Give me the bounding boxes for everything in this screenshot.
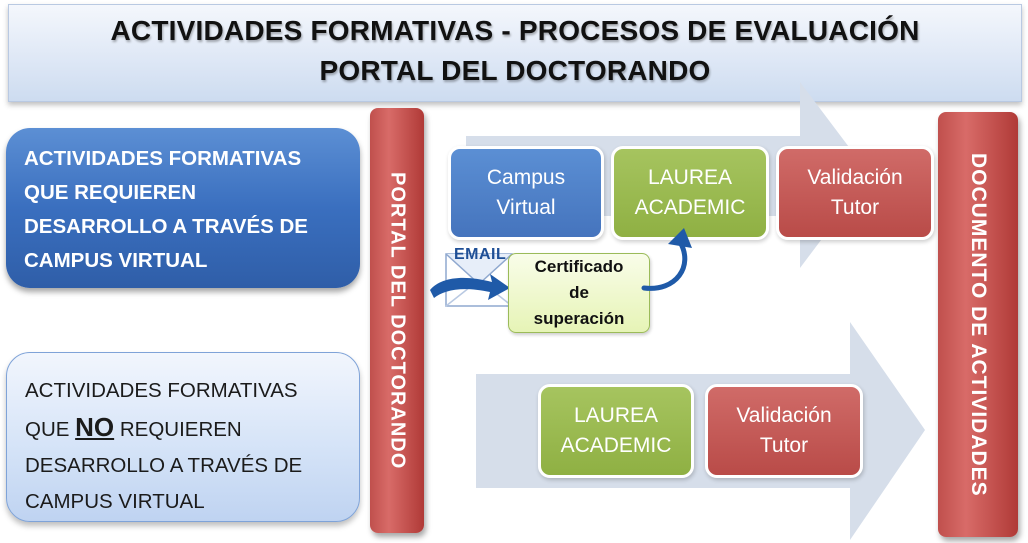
laurea-academic-box-bottom: LAUREA ACADEMIC [538,384,694,478]
bottom-flow-arrow [476,322,925,540]
cert-line-3: superación [533,309,625,328]
laurea-top-line-1: LAUREA [647,166,732,189]
laurea-top-line-2: ACADEMIC [634,196,746,219]
validacion-tutor-box-top: Validación Tutor [776,146,934,240]
campus-line-2: Virtual [496,196,556,219]
cert-line-2: de [569,283,589,302]
laurea-academic-box-top: LAUREA ACADEMIC [611,146,769,240]
validacion-bottom-line-1: Validación [736,404,832,427]
light-box-no-emphasis: NO [75,412,115,442]
dark-box-line-2: QUE REQUIEREN [24,181,196,204]
campus-virtual-box: Campus Virtual [448,146,604,240]
activities-with-campus-box: ACTIVIDADES FORMATIVAS QUE REQUIEREN DES… [6,128,360,288]
light-box-line-3: DESARROLLO A TRAVÉS DE [25,454,303,477]
dark-box-line-4: CAMPUS VIRTUAL [24,249,208,272]
title-banner: ACTIVIDADES FORMATIVAS - PROCESOS DE EVA… [8,4,1022,102]
certificado-superacion-box: Certificado de superación [508,253,650,333]
activities-without-campus-box: ACTIVIDADES FORMATIVAS QUE NO REQUIEREN … [6,352,360,522]
documento-de-actividades-bar: DOCUMENTO DE ACTIVIDADES [938,112,1018,537]
validacion-top-line-2: Tutor [830,196,880,219]
light-box-line-4: CAMPUS VIRTUAL [25,490,205,513]
title-line-1: ACTIVIDADES FORMATIVAS - PROCESOS DE EVA… [110,15,920,46]
validacion-bottom-line-2: Tutor [759,434,809,457]
email-icon [430,253,513,307]
documento-bar-label: DOCUMENTO DE ACTIVIDADES [967,152,990,497]
validacion-top-line-1: Validación [807,166,903,189]
validacion-tutor-box-bottom: Validación Tutor [705,384,863,478]
cert-line-1: Certificado [534,257,624,276]
laurea-bottom-line-1: LAUREA [573,404,658,427]
portal-bar-label: PORTAL DEL DOCTORANDO [386,171,409,470]
light-box-que: QUE [25,418,70,441]
title-line-2: PORTAL DEL DOCTORANDO [319,55,711,86]
light-box-line-1: ACTIVIDADES FORMATIVAS [25,379,298,402]
laurea-bottom-line-2: ACADEMIC [560,434,672,457]
dark-box-line-3: DESARROLLO A TRAVÉS DE [24,215,308,238]
light-box-requieren: REQUIEREN [119,418,242,441]
curved-arrow-icon [641,228,692,291]
dark-box-line-1: ACTIVIDADES FORMATIVAS [24,147,302,170]
light-box-line-2: QUE NO REQUIEREN [25,409,341,448]
email-label: EMAIL [454,246,507,263]
portal-del-doctorando-bar: PORTAL DEL DOCTORANDO [370,108,424,533]
campus-line-1: Campus [486,166,566,189]
